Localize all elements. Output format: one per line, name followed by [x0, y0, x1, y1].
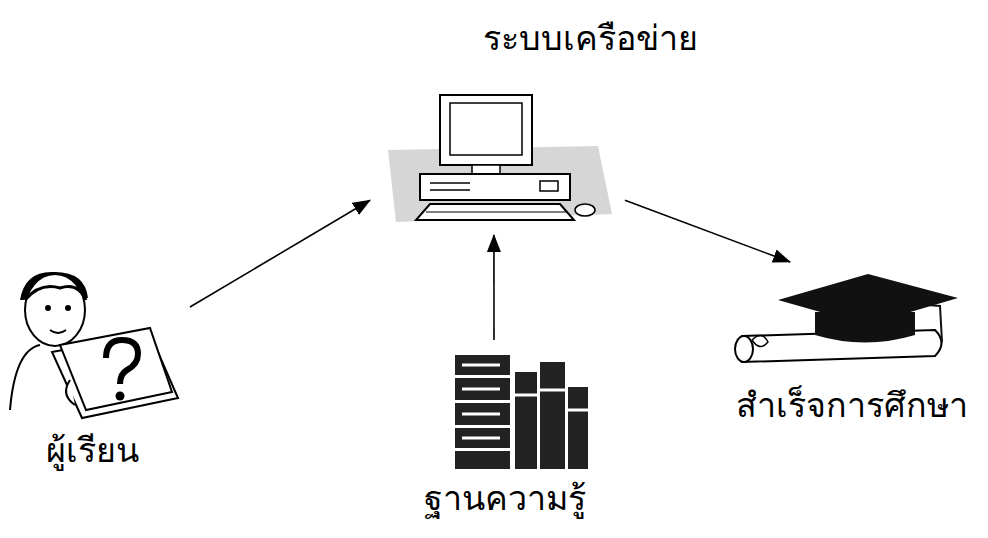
- book-band: [462, 364, 500, 367]
- power-button: [540, 181, 558, 191]
- question-dot: [116, 392, 125, 401]
- book-band: [515, 394, 537, 397]
- tassel: [866, 300, 942, 342]
- computer-icon: [388, 95, 612, 222]
- learner-icon: [10, 272, 178, 418]
- drive-slot: [430, 182, 470, 184]
- book: [540, 362, 565, 469]
- node-label: ระบบเครือข่าย: [483, 16, 698, 60]
- scroll-end: [735, 336, 753, 362]
- node-label: สำเร็จการศึกษา: [736, 383, 968, 427]
- eye: [45, 305, 51, 311]
- node-label: ฐานความรู้: [424, 476, 586, 520]
- book-band: [568, 409, 588, 412]
- monitor-stand: [472, 165, 500, 174]
- book: [455, 403, 510, 425]
- book-band: [462, 388, 500, 391]
- book: [515, 372, 537, 469]
- keyboard-row: [426, 212, 566, 213]
- arrow-connector: [625, 200, 790, 262]
- mouse: [575, 204, 595, 216]
- body: [10, 345, 40, 410]
- head: [25, 274, 85, 346]
- paper: [60, 328, 172, 410]
- books-icon: [455, 355, 588, 469]
- drive-slot: [430, 189, 470, 191]
- graduation-icon: [735, 274, 958, 362]
- book-band: [540, 389, 565, 392]
- book: [568, 387, 588, 469]
- book-band: [462, 437, 500, 440]
- hand: [66, 380, 75, 405]
- ribbon: [752, 335, 768, 346]
- hairline: [25, 287, 86, 301]
- keyboard: [416, 204, 574, 220]
- knowledge-node: ฐานความรู้: [395, 340, 615, 533]
- book: [455, 355, 510, 375]
- graduation-node: สำเร็จการศึกษา: [715, 262, 983, 437]
- cpu-case: [420, 174, 570, 200]
- learner-node: ผู้เรียน: [5, 262, 190, 487]
- screen: [450, 103, 522, 155]
- monitor: [440, 95, 532, 165]
- arrow-connector: [493, 235, 495, 340]
- mouth: [50, 330, 66, 333]
- eye: [65, 305, 71, 311]
- book-band: [462, 413, 500, 416]
- network-node: ระบบเครือข่าย: [370, 90, 625, 235]
- book: [455, 428, 510, 448]
- question-mark: [106, 340, 138, 384]
- node-label: ผู้เรียน: [46, 428, 139, 472]
- book: [455, 378, 510, 400]
- arrow-connector: [190, 200, 370, 307]
- book: [455, 451, 510, 469]
